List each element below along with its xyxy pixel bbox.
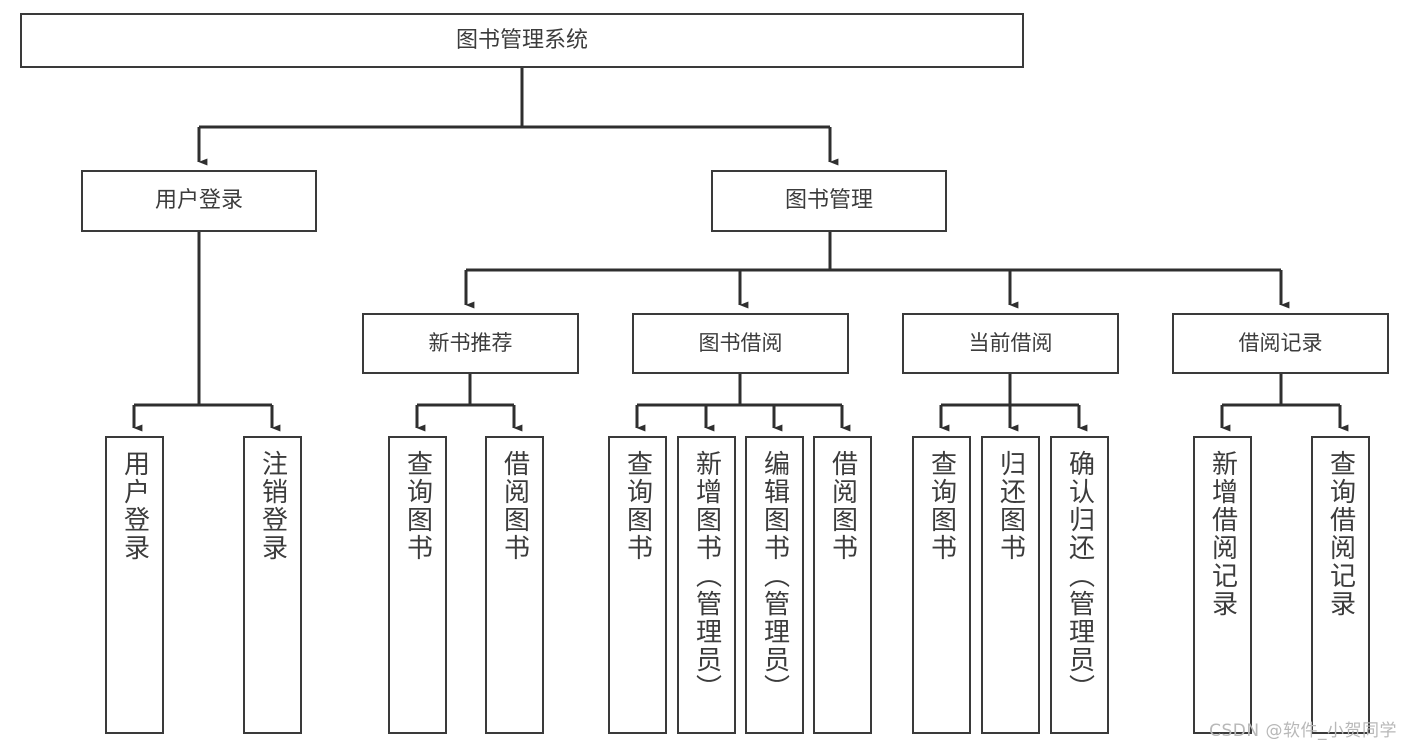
node-root-system[interactable]: 图书管理系统: [20, 13, 1024, 68]
leaf-current-borrow-query[interactable]: 查询图书: [912, 436, 971, 734]
node-root-label: 图书管理系统: [455, 27, 588, 53]
leaf-user-login-login[interactable]: 用户登录: [105, 436, 164, 734]
leaf-label: 注销登录: [257, 450, 288, 562]
node-book-manage-label: 图书管理: [784, 188, 873, 214]
leaf-book-borrow-borrow[interactable]: 借阅图书: [813, 436, 872, 734]
leaf-label: 查询图书: [622, 450, 653, 562]
leaf-user-login-logout[interactable]: 注销登录: [243, 436, 302, 734]
node-user-login[interactable]: 用户登录: [81, 170, 317, 232]
node-borrow-record[interactable]: 借阅记录: [1172, 313, 1389, 374]
leaf-book-borrow-add[interactable]: 新增图书（管理员）: [677, 436, 736, 734]
leaf-current-borrow-return[interactable]: 归还图书: [981, 436, 1040, 734]
leaf-book-borrow-edit[interactable]: 编辑图书（管理员）: [745, 436, 804, 734]
leaf-label: 用户登录: [119, 450, 150, 562]
leaf-label: 查询图书: [926, 450, 957, 562]
leaf-label: 新增借阅记录: [1207, 450, 1238, 618]
leaf-new-book-query[interactable]: 查询图书: [388, 436, 447, 734]
leaf-borrow-record-add[interactable]: 新增借阅记录: [1193, 436, 1252, 734]
csdn-watermark: CSDN @软件_小贺同学: [1209, 721, 1397, 741]
node-new-book-recommend-label: 新书推荐: [428, 331, 513, 356]
leaf-label: 查询借阅记录: [1325, 450, 1356, 618]
leaf-label: 查询图书: [402, 450, 433, 562]
leaf-current-borrow-confirm-return[interactable]: 确认归还（管理员）: [1050, 436, 1109, 734]
leaf-label: 借阅图书: [499, 450, 530, 562]
leaf-book-borrow-query[interactable]: 查询图书: [608, 436, 667, 734]
node-borrow-record-label: 借阅记录: [1238, 331, 1323, 356]
node-book-borrow[interactable]: 图书借阅: [632, 313, 849, 374]
leaf-label: 编辑图书（管理员）: [759, 450, 790, 702]
leaf-new-book-borrow[interactable]: 借阅图书: [485, 436, 544, 734]
node-new-book-recommend[interactable]: 新书推荐: [362, 313, 579, 374]
leaf-borrow-record-query[interactable]: 查询借阅记录: [1311, 436, 1370, 734]
leaf-label: 借阅图书: [827, 450, 858, 562]
node-book-manage[interactable]: 图书管理: [711, 170, 947, 232]
leaf-label: 归还图书: [995, 450, 1026, 562]
node-book-borrow-label: 图书借阅: [698, 331, 783, 356]
node-current-borrow[interactable]: 当前借阅: [902, 313, 1119, 374]
node-current-borrow-label: 当前借阅: [968, 331, 1053, 356]
node-user-login-label: 用户登录: [154, 188, 243, 214]
leaf-label: 确认归还（管理员）: [1064, 450, 1095, 702]
leaf-label: 新增图书（管理员）: [691, 450, 722, 702]
